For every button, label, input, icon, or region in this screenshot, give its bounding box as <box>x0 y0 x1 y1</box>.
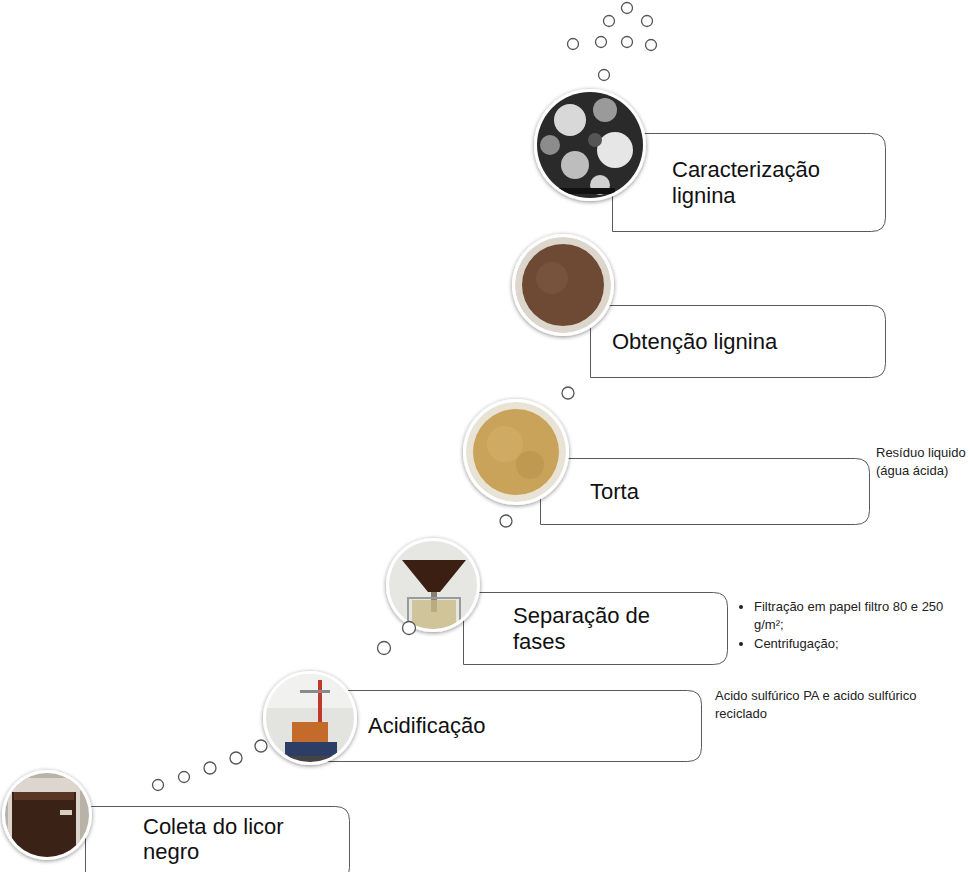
step-box: Acidificação <box>322 690 702 762</box>
side-note: Acido sulfúrico PA e acido sulfúrico rec… <box>715 687 960 722</box>
step-label: Separação de fases <box>513 603 668 654</box>
bullet-item: Filtração em papel filtro 80 e 250 g/m²; <box>754 598 962 633</box>
step-box-outline <box>591 306 886 378</box>
step-label: Caracterização lignina <box>672 157 862 208</box>
step-label: Coleta do licor negro <box>143 814 318 865</box>
dot-trail <box>153 3 657 791</box>
bullet-item: Centrifugação; <box>754 635 962 653</box>
step-label: Torta <box>590 479 840 504</box>
step-box: Separação de fases <box>463 592 728 665</box>
step-box: Coleta do licor negro <box>85 806 350 872</box>
photo-circles <box>0 89 647 865</box>
step-box: Obtenção lignina <box>590 305 886 378</box>
step-box-outline <box>323 691 702 762</box>
step-label: Acidificação <box>368 713 668 738</box>
step-box-outline <box>541 459 870 525</box>
side-note: Resíduo liquido (água ácida) <box>876 444 966 479</box>
step-box-outline <box>464 593 728 665</box>
step-label: Obtenção lignina <box>612 329 862 354</box>
step-box-outline <box>613 134 886 232</box>
step-box: Caracterização lignina <box>612 133 886 232</box>
bullet-note: Centrifugação; <box>740 635 962 653</box>
step-box: Torta <box>540 458 870 525</box>
step-box-outline <box>86 807 350 872</box>
bullet-note: Filtração em papel filtro 80 e 250 g/m²; <box>740 598 962 633</box>
